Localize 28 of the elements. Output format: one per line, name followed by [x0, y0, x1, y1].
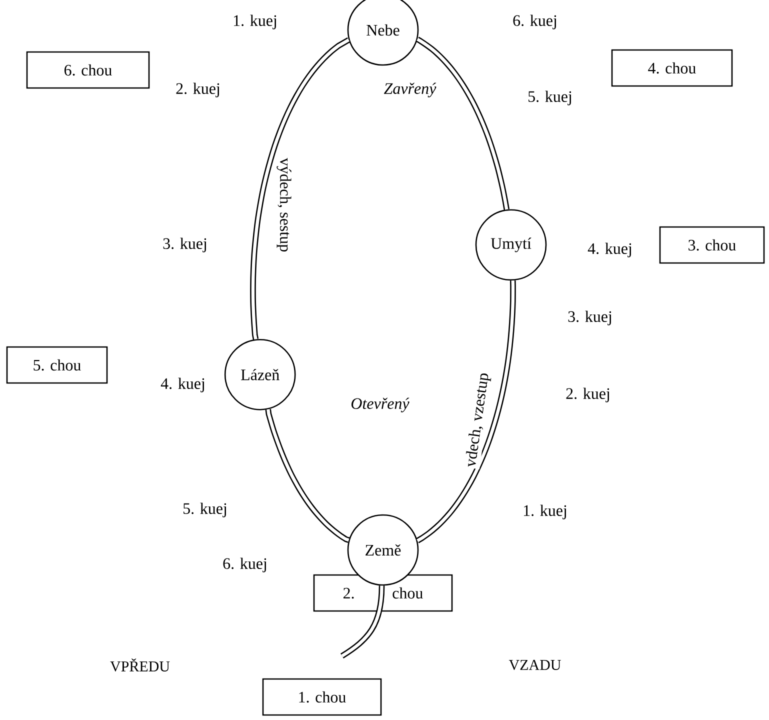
step-label: 3. kuej: [568, 310, 612, 326]
region-label: Zavřený: [384, 82, 436, 98]
step-label: 6. kuej: [513, 14, 556, 30]
step-label: 4. kuej: [160, 378, 204, 392]
label-box: 1. chou: [262, 678, 382, 716]
channel-line: [250, 37, 350, 340]
step-label: 5. kuej: [528, 90, 572, 106]
label-box: 3. chou: [659, 226, 765, 264]
direction-label: VPŘEDU: [110, 658, 170, 672]
channel-line: [265, 408, 350, 543]
step-label: 1. kuej: [524, 504, 566, 520]
step-label: 3. kuej: [163, 238, 206, 252]
step-label: 2. kuej: [566, 388, 610, 402]
step-label: 6. kuej: [223, 558, 266, 572]
step-label: 4. kuej: [588, 242, 632, 258]
region-label: Otevřený: [351, 398, 410, 412]
channel-line: [416, 36, 510, 210]
direction-label: VZADU: [508, 660, 561, 670]
label-box: 5. chou: [6, 346, 108, 384]
step-label: 2. kuej: [176, 82, 220, 98]
step-label: 5. kuej: [184, 502, 226, 518]
label-box: 4. chou: [611, 49, 733, 87]
channel-line: [340, 586, 385, 658]
label-box: 6. chou: [26, 51, 150, 89]
channel-line: [416, 280, 516, 544]
step-label: 1. kuej: [234, 14, 276, 30]
edge-label: vdech, vzestup: [463, 370, 493, 470]
edge-label: výdech, sestup: [276, 156, 292, 254]
